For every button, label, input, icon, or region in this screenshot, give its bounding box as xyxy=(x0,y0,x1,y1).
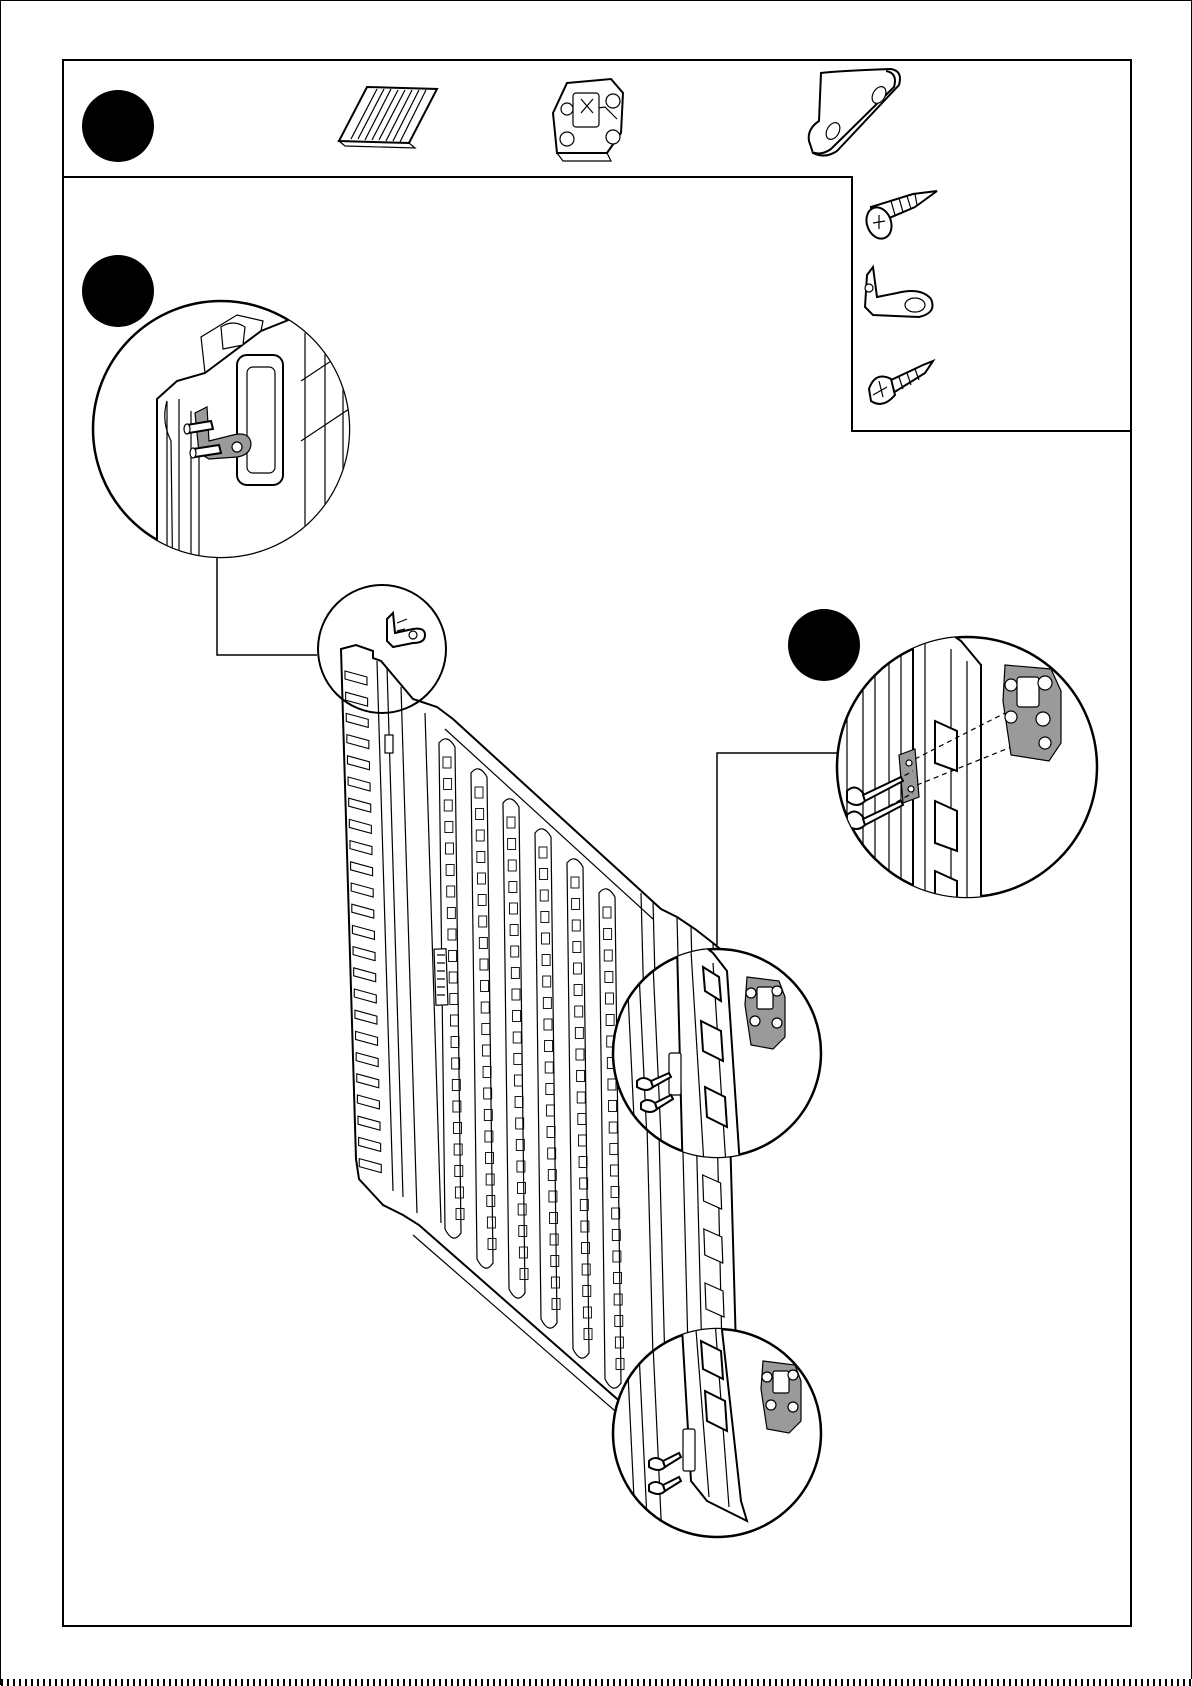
round-head-screw-icon xyxy=(869,361,933,404)
detail-circle-connector xyxy=(835,621,1097,921)
flat-plate-icon xyxy=(809,69,900,156)
connector-icon xyxy=(553,79,623,161)
brand-emboss-mark xyxy=(434,949,448,1005)
step-marker-detail-right xyxy=(788,609,860,681)
flat-head-screw-icon xyxy=(862,191,937,242)
detail-circle-bracket xyxy=(93,301,361,601)
leader-line-right xyxy=(717,753,837,945)
step-marker-parts xyxy=(82,90,154,162)
leader-line-top xyxy=(217,557,317,655)
step-marker-detail-left xyxy=(82,255,154,327)
angle-bracket-icon xyxy=(865,267,933,317)
wall-panel-icon xyxy=(339,87,437,148)
